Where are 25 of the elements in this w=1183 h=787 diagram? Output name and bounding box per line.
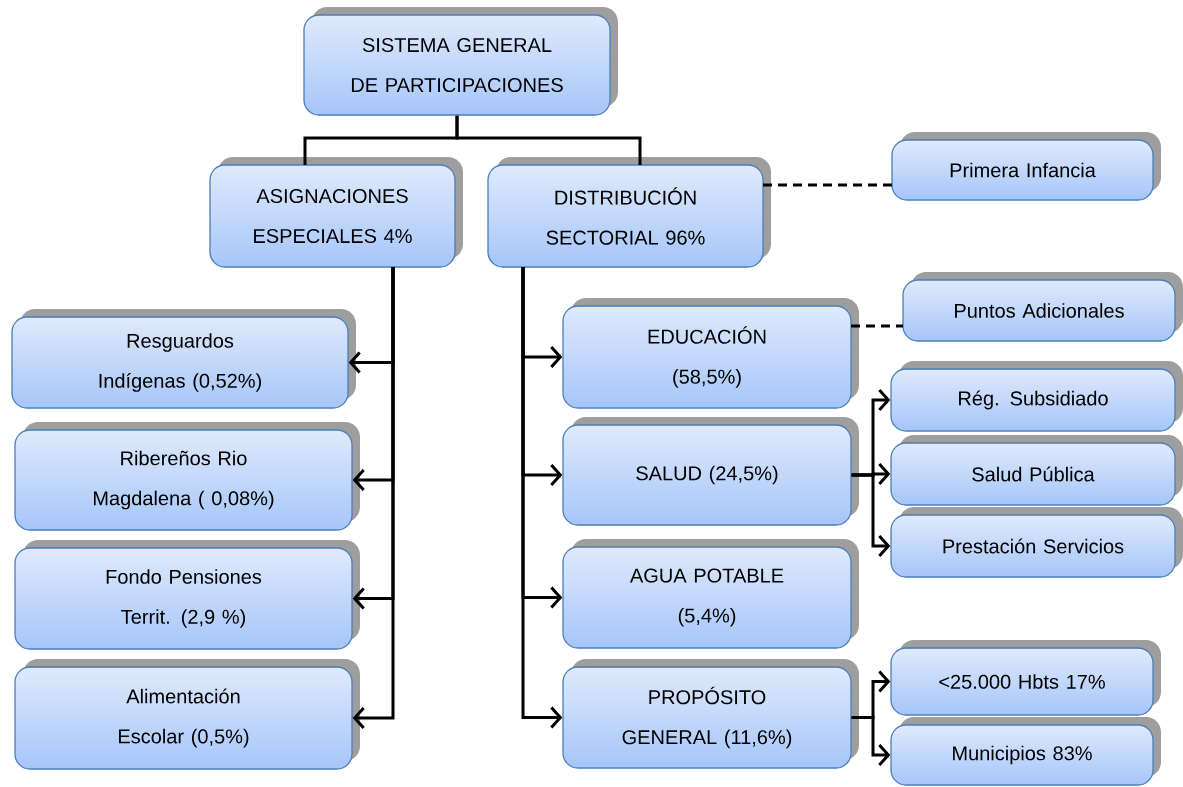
- arrow: [521, 267, 563, 729]
- process-box: AGUA POTABLE (5,4%): [562, 539, 859, 649]
- process-box: Fondo Pensiones Territ. (2,9 %): [14, 540, 360, 650]
- arrow: [851, 716, 891, 766]
- process-box: Prestación Servicios: [890, 507, 1183, 578]
- process-box: Municipios 83%: [890, 717, 1161, 786]
- process-box: Ribereños Rio Magdalena ( 0,08%): [14, 422, 360, 531]
- process-box: ASIGNACIONES ESPECIALES 4%: [209, 157, 463, 268]
- process-box: Resguardos Indígenas (0,52%): [11, 309, 356, 409]
- process-box: SISTEMA GENERAL DE PARTICIPACIONES: [303, 7, 618, 116]
- process-box: DISTRIBUCIÓN SECTORIAL 96%: [487, 157, 771, 268]
- process-box: <25.000 Hbts 17%: [890, 640, 1161, 716]
- process-box: Salud Pública: [890, 435, 1183, 506]
- process-box: Alimentación Escolar (0,5%): [14, 659, 360, 770]
- arrow: [851, 473, 891, 557]
- dashed-line: [763, 183, 892, 187]
- process-box: Primera Infancia: [891, 132, 1161, 201]
- process-box: EDUCACIÓN (58,5%): [562, 298, 859, 409]
- connector-line: [455, 115, 642, 165]
- process-box: Rég. Subsidiado: [890, 361, 1183, 432]
- dashed-line: [851, 324, 903, 328]
- process-box: SALUD (24,5%): [562, 417, 859, 526]
- arrow: [352, 267, 395, 729]
- process-box: PROPÓSITO GENERAL (11,6%): [562, 659, 859, 769]
- process-box: Puntos Adicionales: [902, 272, 1183, 342]
